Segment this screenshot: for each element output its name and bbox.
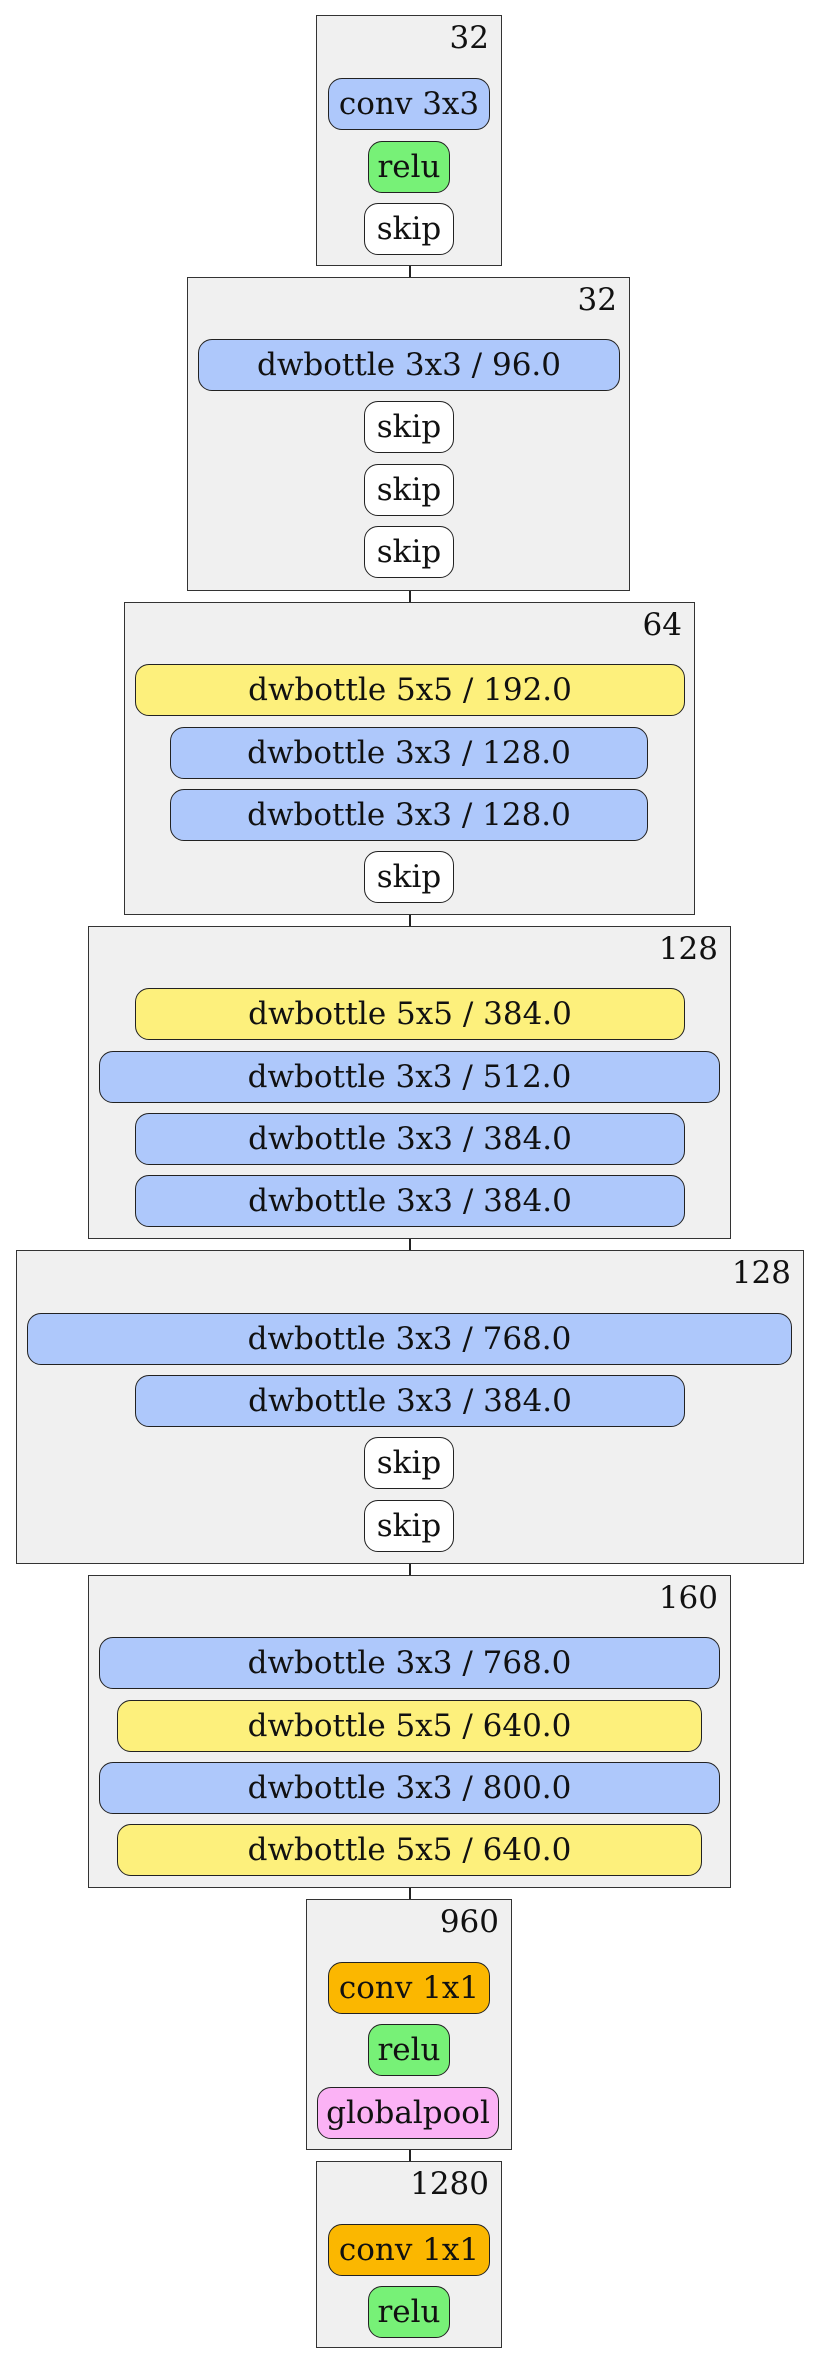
dwbottle5-node: dwbottle 5x5 / 384.0 bbox=[135, 988, 685, 1040]
skip-node: skip bbox=[364, 464, 454, 516]
dwbottle5-node: dwbottle 5x5 / 640.0 bbox=[117, 1824, 702, 1876]
conv_first-node: conv 3x3 bbox=[328, 78, 490, 130]
stage-channel-count: 64 bbox=[642, 607, 682, 643]
conv-node: conv 1x1 bbox=[328, 2224, 490, 2276]
stage-channel-count: 160 bbox=[658, 1580, 718, 1616]
dwbottle3-node: dwbottle 3x3 / 800.0 bbox=[99, 1762, 720, 1814]
skip-node: skip bbox=[364, 1500, 454, 1552]
relu-node: relu bbox=[368, 2024, 450, 2076]
stage-channel-count: 128 bbox=[658, 931, 718, 967]
dwbottle3-node: dwbottle 3x3 / 128.0 bbox=[170, 727, 648, 779]
dwbottle3-node: dwbottle 3x3 / 384.0 bbox=[135, 1113, 685, 1165]
stage-channel-count: 960 bbox=[439, 1904, 499, 1940]
relu-node: relu bbox=[368, 141, 450, 193]
skip-node: skip bbox=[364, 526, 454, 578]
relu-node: relu bbox=[368, 2286, 450, 2338]
dwbottle3-node: dwbottle 3x3 / 384.0 bbox=[135, 1375, 685, 1427]
dwbottle3-node: dwbottle 3x3 / 768.0 bbox=[99, 1637, 720, 1689]
globalpool-node: globalpool bbox=[317, 2087, 499, 2139]
dwbottle3-node: dwbottle 3x3 / 512.0 bbox=[99, 1051, 720, 1103]
stage-channel-count: 32 bbox=[449, 20, 489, 56]
skip-node: skip bbox=[364, 851, 454, 903]
skip-node: skip bbox=[364, 401, 454, 453]
conv-node: conv 1x1 bbox=[328, 1962, 490, 2014]
dwbottle3-node: dwbottle 3x3 / 96.0 bbox=[198, 339, 620, 391]
stage-channel-count: 128 bbox=[731, 1255, 791, 1291]
dwbottle3-node: dwbottle 3x3 / 384.0 bbox=[135, 1175, 685, 1227]
dwbottle3-node: dwbottle 3x3 / 128.0 bbox=[170, 789, 648, 841]
dwbottle3-node: dwbottle 3x3 / 768.0 bbox=[27, 1313, 792, 1365]
skip-node: skip bbox=[364, 203, 454, 255]
stage-channel-count: 1280 bbox=[410, 2166, 489, 2202]
skip-node: skip bbox=[364, 1437, 454, 1489]
dwbottle5-node: dwbottle 5x5 / 640.0 bbox=[117, 1700, 702, 1752]
dwbottle5-node: dwbottle 5x5 / 192.0 bbox=[135, 664, 685, 716]
stage-channel-count: 32 bbox=[577, 282, 617, 318]
